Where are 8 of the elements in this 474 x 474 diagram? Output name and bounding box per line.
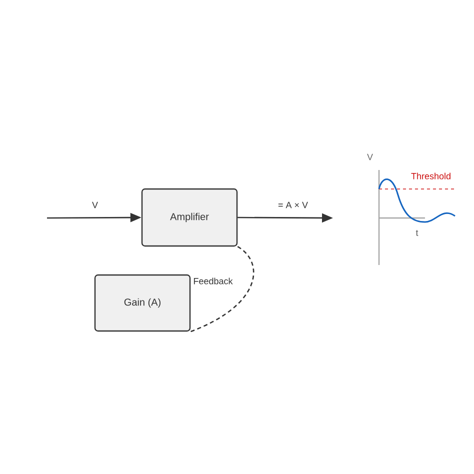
- process-box: Amplifier: [141, 188, 238, 247]
- edge-label: = A × V: [278, 202, 308, 208]
- axis-label: Threshold: [411, 172, 450, 180]
- process-box: Gain (A): [94, 274, 191, 332]
- edge-label: V: [92, 202, 98, 208]
- edge-label: Feedback: [194, 278, 233, 284]
- axis-label: t: [416, 230, 418, 236]
- axis-label: V: [367, 154, 373, 160]
